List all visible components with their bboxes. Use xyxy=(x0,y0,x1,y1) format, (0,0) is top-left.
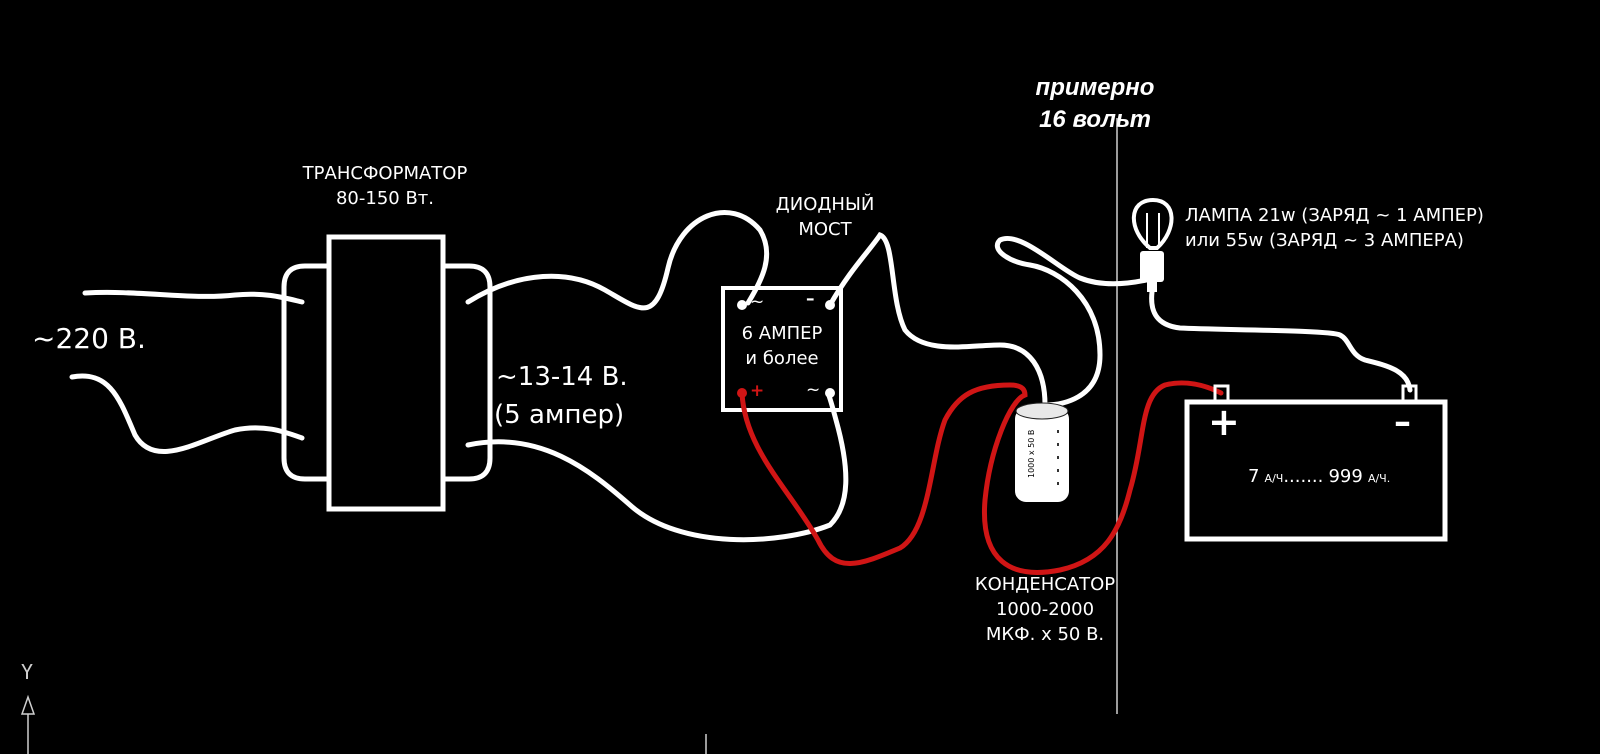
lamp-label-line1: ЛАМПА 21w (ЗАРЯД ~ 1 АМПЕР) xyxy=(1185,205,1484,226)
transformer-secondary-winding xyxy=(443,263,493,482)
battery-plus-symbol: + xyxy=(1208,400,1240,444)
bridge-terminal-ac2 xyxy=(825,388,835,398)
battery-capacity-from: 7 xyxy=(1248,466,1260,487)
bridge-title-line1: ДИОДНЫЙ xyxy=(775,194,875,215)
y-axis-label: Y xyxy=(21,660,34,684)
lamp-feed-wire xyxy=(995,235,1163,408)
lamp-label-line2: или 55w (ЗАРЯД ~ 3 АМПЕРА) xyxy=(1185,230,1464,251)
battery-body xyxy=(1184,399,1448,542)
battery-unit-1: А/Ч xyxy=(1264,472,1284,485)
approx-label-line2: 16 вольт xyxy=(1039,106,1151,133)
capacitor-body-label: 1000 x 50 В xyxy=(1027,429,1037,478)
battery-capacity-to: 999 xyxy=(1328,466,1363,487)
secondary-wire-top xyxy=(465,210,770,311)
positive-wire xyxy=(739,380,1224,575)
y-axis-icon xyxy=(20,694,36,754)
bridge-rating-line2: и более xyxy=(745,348,819,369)
lamp-bulb-icon xyxy=(1131,197,1174,250)
battery-terminal-minus xyxy=(1401,384,1418,404)
transformer-core xyxy=(326,234,446,512)
diode-bridge-body xyxy=(721,286,843,412)
bridge-ac1-symbol: ~ xyxy=(750,292,765,312)
battery xyxy=(1184,384,1448,542)
capacitor-title: КОНДЕНСАТОР xyxy=(974,574,1116,595)
lamp-base xyxy=(1140,251,1164,282)
battery-capacity: 7 А/Ч....... 999 А/Ч. xyxy=(1248,466,1390,488)
capacitor-value: 1000-2000 xyxy=(995,599,1095,620)
transformer-primary-winding xyxy=(281,263,329,482)
bridge-minus-symbol: – xyxy=(806,289,815,309)
approx-label-line1: примерно xyxy=(1035,74,1155,101)
capacitor-body xyxy=(1015,408,1069,502)
battery-unit-2: А/Ч. xyxy=(1367,472,1391,485)
transformer xyxy=(281,234,493,512)
negative-wire xyxy=(827,232,1048,408)
capacitor-voltage: МКФ. х 50 В. xyxy=(985,624,1105,645)
bridge-ac2-symbol: ~ xyxy=(806,380,821,400)
transformer-power: 80-150 Вт. xyxy=(335,188,435,209)
secondary-wire-bottom xyxy=(465,390,849,543)
transformer-title: ТРАНСФОРМАТОР xyxy=(302,163,468,184)
lamp-contact xyxy=(1147,282,1157,292)
mains-wire-bottom xyxy=(69,373,305,454)
bridge-plus-symbol: + xyxy=(750,381,765,401)
bridge-terminal-ac1 xyxy=(737,300,747,310)
lamp xyxy=(1131,197,1174,292)
battery-terminal-plus xyxy=(1213,384,1230,404)
capacitor-top xyxy=(1015,402,1069,420)
secondary-voltage-label: ~13-14 В. xyxy=(496,362,628,392)
bridge-title-line2: МОСТ xyxy=(798,219,852,240)
input-voltage-label: ~220 В. xyxy=(32,322,146,355)
bridge-rating-line1: 6 АМПЕР xyxy=(741,323,823,344)
battery-minus-symbol: – xyxy=(1394,402,1411,442)
mains-wire-top xyxy=(82,289,305,305)
capacitor xyxy=(1015,402,1069,502)
secondary-current-label: (5 ампер) xyxy=(494,400,625,430)
lamp-to-battery-wire xyxy=(1149,289,1413,393)
battery-dots: ....... xyxy=(1283,466,1324,487)
